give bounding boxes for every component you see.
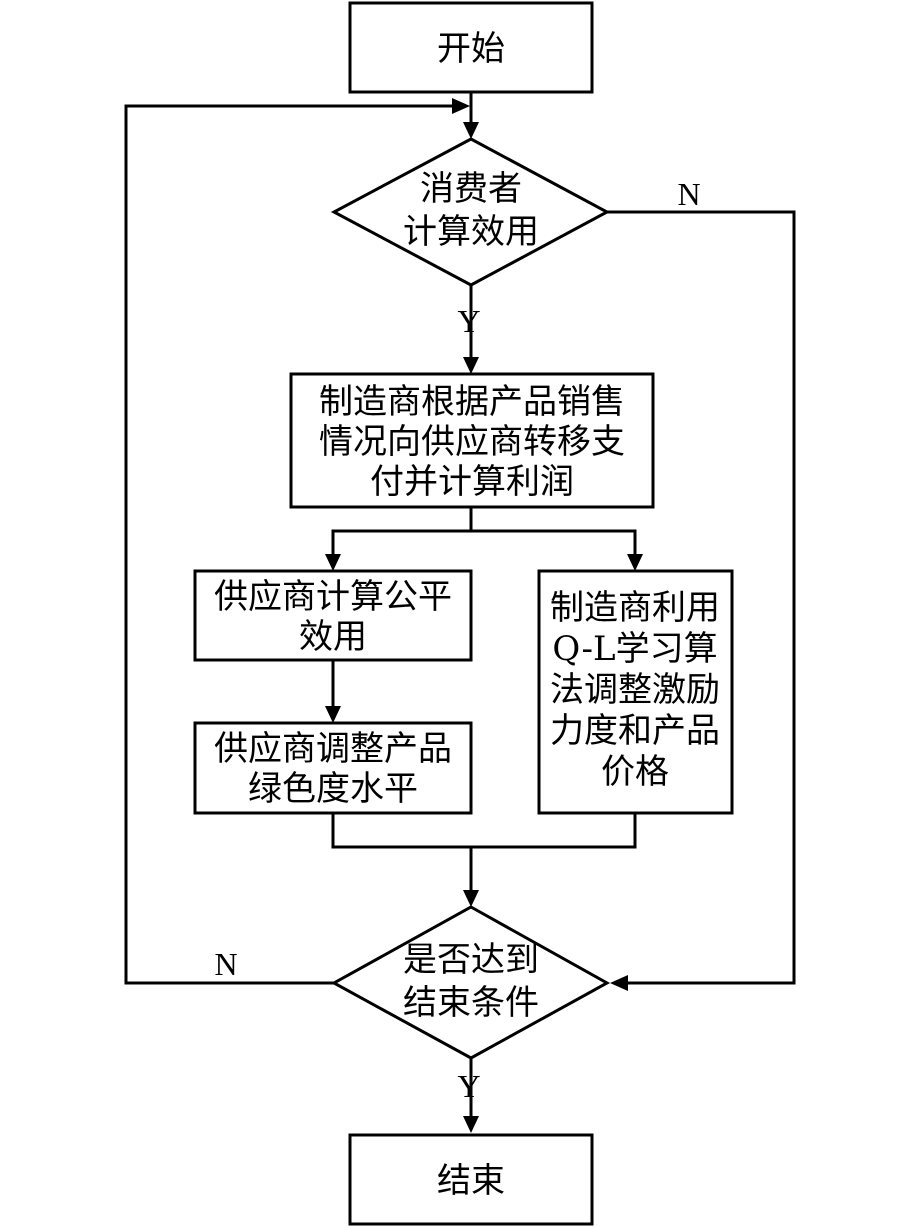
manufacturer-transfer-line-1: 制造商根据产品销售: [319, 382, 625, 422]
utility-no-label: N: [677, 176, 700, 212]
arrowhead-end-right: [610, 975, 628, 991]
edge-split-right: [471, 529, 637, 556]
arrowhead-manufacturer-top: [463, 357, 479, 374]
manufacturer-transfer-line-2: 情况向供应商转移支: [319, 422, 625, 462]
manufacturer-ql-node: 制造商利用 Q-L学习算 法调整激励 力度和产品 价格: [537, 569, 734, 815]
arrowhead-end-top: [463, 1116, 479, 1133]
arrowhead-supplier-fairness-top: [325, 554, 341, 571]
edge-merge-right: [471, 813, 637, 849]
manufacturer-transfer-node: 制造商根据产品销售 情况向供应商转移支 付并计算利润: [289, 372, 655, 509]
end-no-label: N: [214, 946, 237, 982]
manufacturer-ql-line-2: Q-L学习算: [552, 629, 717, 669]
manufacturer-ql-line-5: 价格: [601, 752, 669, 792]
manufacturer-transfer-line-3: 付并计算利润: [370, 462, 574, 502]
utility-decision: 消费者 计算效用: [330, 137, 611, 287]
arrowhead-loop-entry: [452, 98, 470, 114]
supplier-green-line-1: 供应商调整产品: [214, 729, 452, 769]
end-decision-line-1: 是否达到: [403, 940, 539, 980]
start-label: 开始: [437, 29, 505, 69]
supplier-green-line-2: 绿色度水平: [248, 769, 418, 809]
arrowhead-end-decision-top: [463, 890, 479, 907]
utility-decision-line-1: 消费者: [420, 169, 522, 209]
end-decision: 是否达到 结束条件: [330, 905, 611, 1060]
end-node: 结束: [348, 1133, 594, 1226]
supplier-fairness-line-2: 效用: [299, 617, 367, 657]
utility-decision-line-2: 计算效用: [403, 212, 539, 252]
supplier-fairness-node: 供应商计算公平 效用: [193, 569, 473, 662]
edge-split-left: [331, 529, 471, 556]
edge-merge-left: [331, 813, 471, 849]
end-yes-label: Y: [457, 1068, 480, 1104]
edge-utility-no: [607, 210, 796, 985]
supplier-fairness-line-1: 供应商计算公平: [214, 577, 452, 617]
end-label: 结束: [437, 1161, 505, 1201]
supplier-green-node: 供应商调整产品 绿色度水平: [193, 721, 473, 815]
utility-yes-label: Y: [457, 303, 480, 339]
arrowhead-supplier-green-top: [325, 706, 341, 723]
end-decision-line-2: 结束条件: [403, 983, 539, 1023]
manufacturer-ql-line-3: 法调整激励: [550, 670, 720, 710]
edges: [124, 92, 796, 1133]
manufacturer-ql-line-1: 制造商利用: [550, 588, 720, 628]
arrowhead-ql-top: [627, 554, 643, 571]
edge-end-no-loop: [124, 104, 452, 985]
start-node: 开始: [348, 1, 594, 94]
manufacturer-ql-line-4: 力度和产品: [550, 711, 720, 751]
arrowhead-utility-top: [463, 122, 479, 139]
